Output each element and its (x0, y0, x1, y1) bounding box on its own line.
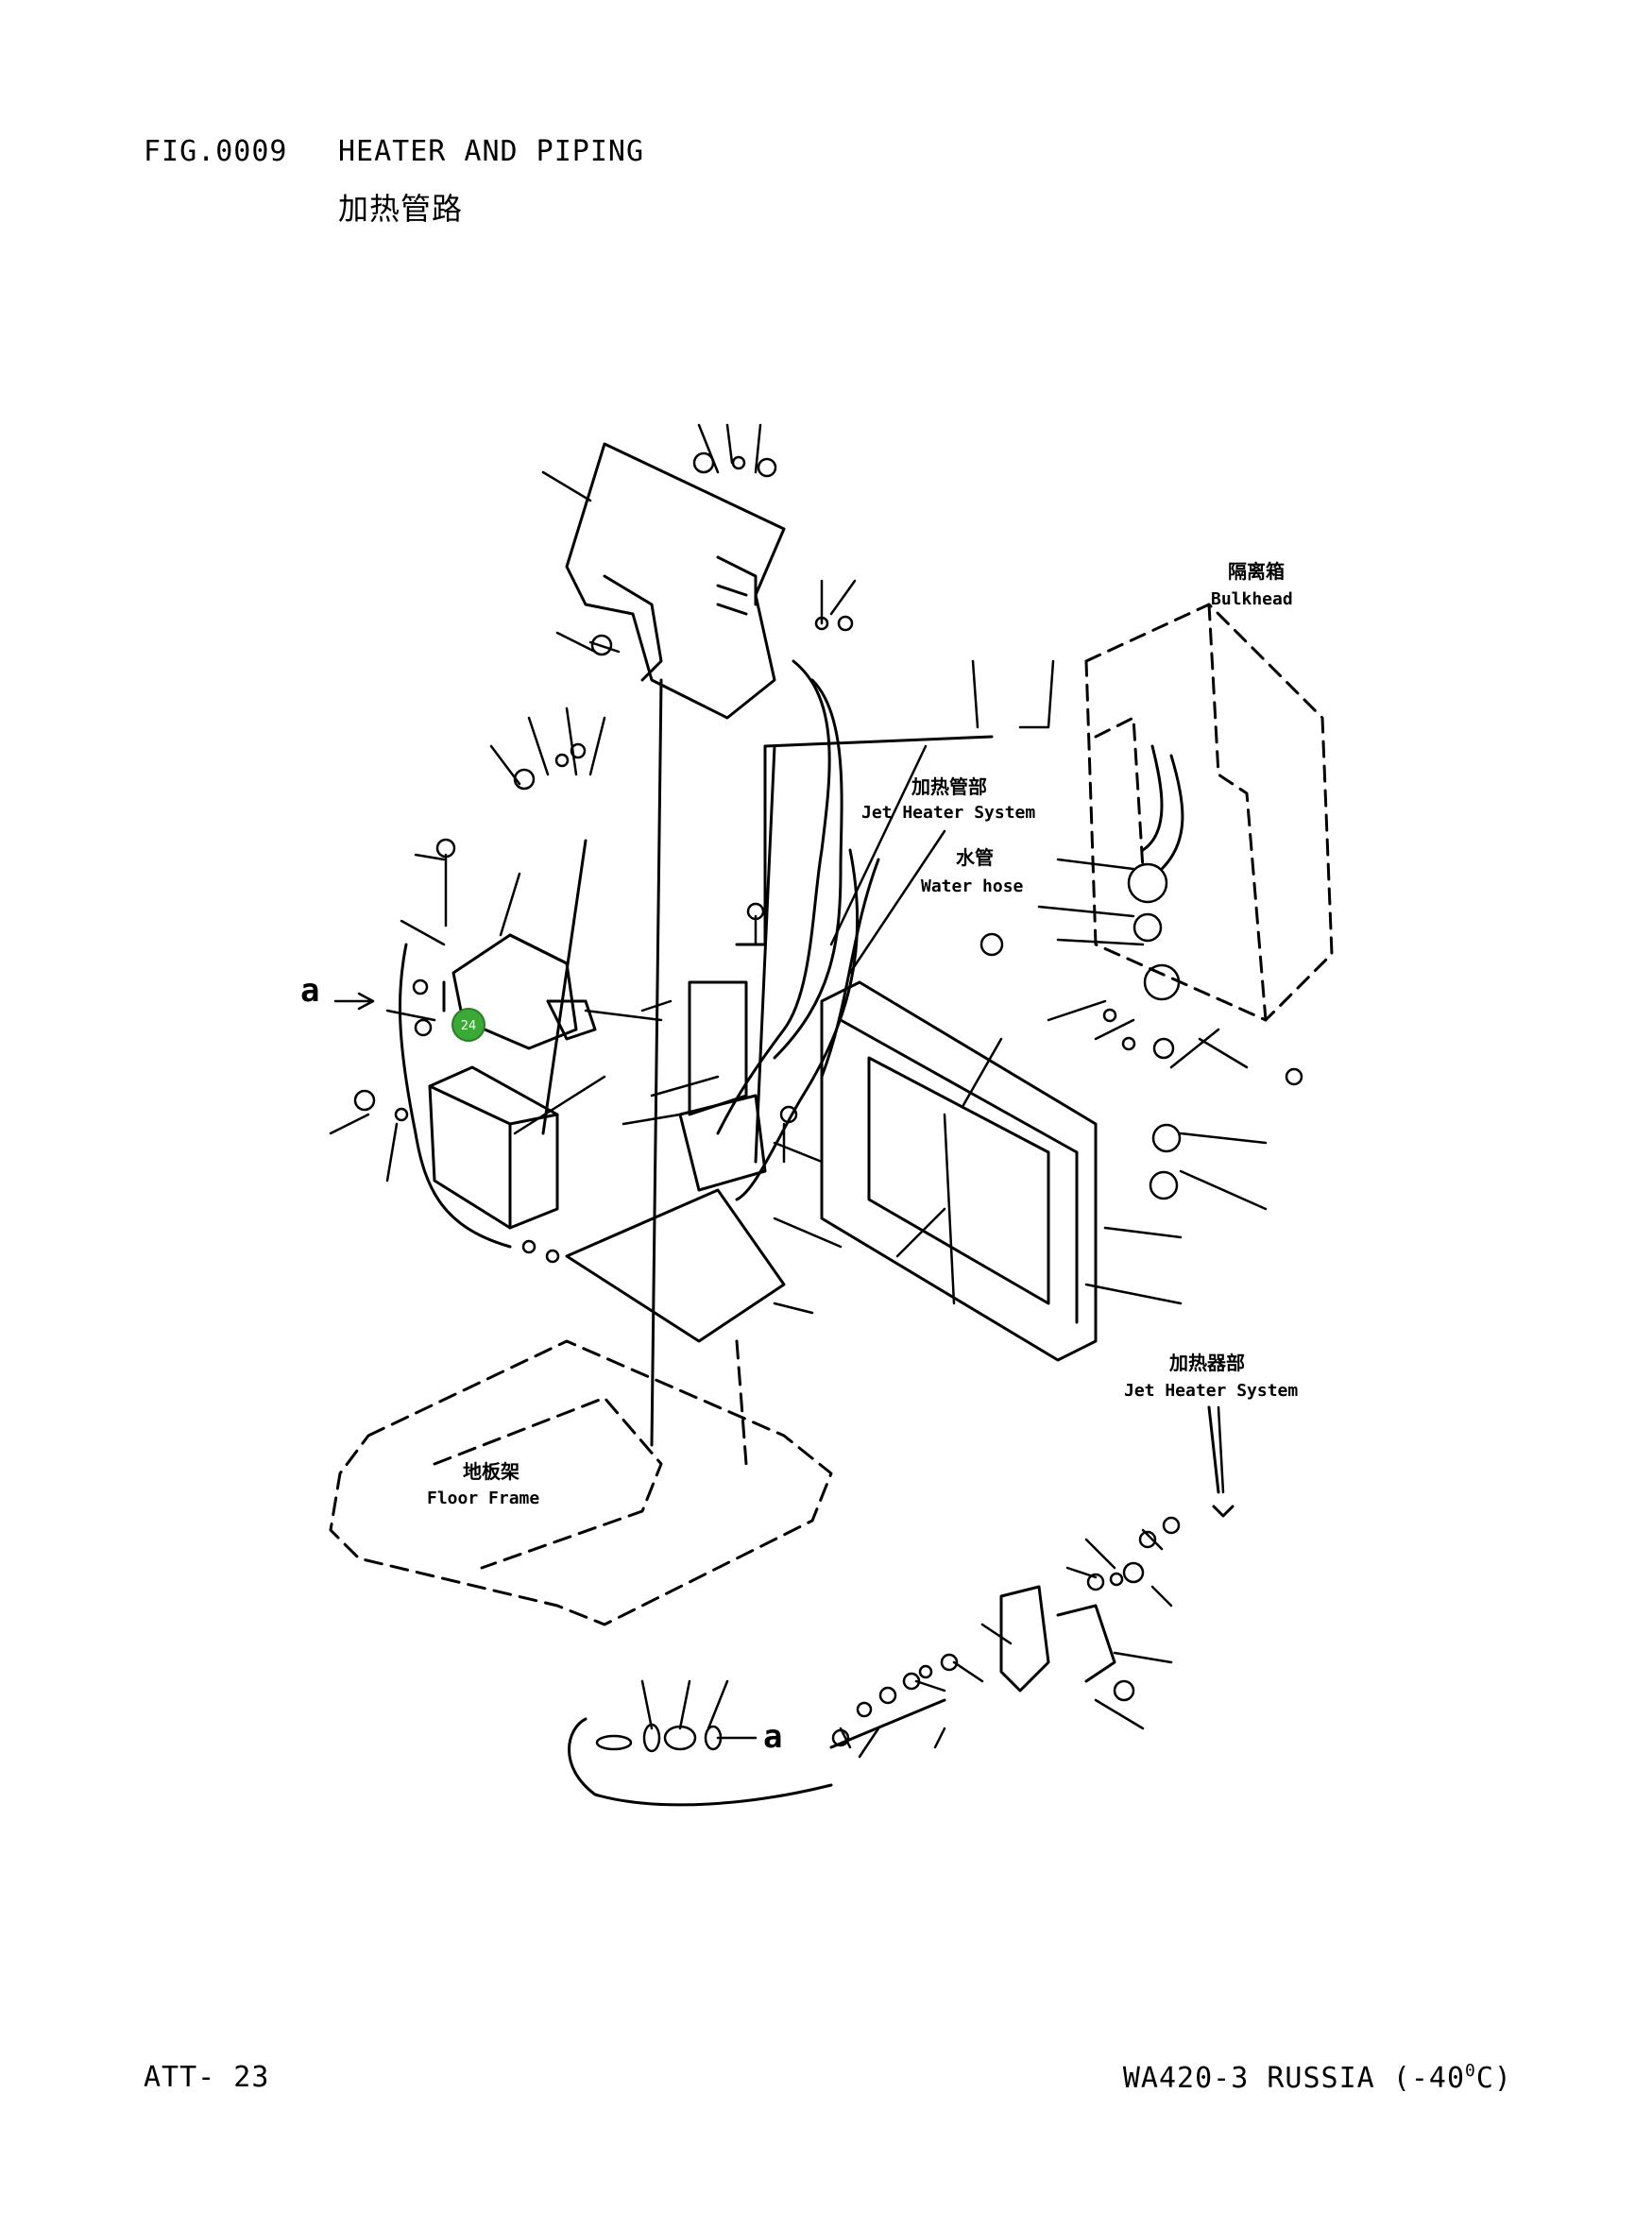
ref-a-bottom: a (763, 1718, 782, 1756)
heater-cover (565, 442, 786, 720)
jet-heater2-label-cn: 加热器部 (1168, 1352, 1245, 1374)
bulkhead-label-cn: 隔离箱 (1228, 560, 1285, 583)
leader-lines (329, 423, 1268, 1759)
part-marker-24[interactable]: 24 (451, 1008, 485, 1042)
fasteners (333, 451, 1303, 1753)
water-hose-label: Water hose (921, 876, 1024, 896)
bulkhead (1084, 603, 1334, 1022)
jet-heater-label: Jet Heater System (861, 803, 1035, 823)
marker-number: 24 (461, 1019, 477, 1033)
battery-box (428, 1065, 559, 1230)
bulkhead-label: Bulkhead (1211, 589, 1293, 609)
ref-a-left: a (300, 972, 319, 1010)
model-suffix: C) (1475, 2062, 1512, 2095)
figure-title: HEATER AND PIPING (338, 135, 645, 168)
page-number: ATT- 23 (144, 2061, 270, 2094)
jet-heater-label-cn: 加热管部 (911, 775, 987, 798)
figure-title-chinese: 加热管路 (338, 191, 464, 227)
water-hose-label-cn: 水管 (956, 846, 994, 869)
fuel-filter (999, 1585, 1116, 1693)
floor-frame-label-cn: 地板架 (463, 1460, 519, 1483)
floor-frame-label: Floor Frame (427, 1489, 539, 1508)
model-prefix: WA420-3 RUSSIA (-40 (1122, 2062, 1466, 2095)
model-degree: 0 (1465, 2061, 1476, 2081)
figure-number: FIG.0009 (144, 135, 288, 168)
jet-heater2-label: Jet Heater System (1124, 1381, 1298, 1401)
model-designation: WA420-3 RUSSIA (-400C) (1123, 2061, 1512, 2095)
floor-frame (329, 1339, 833, 1626)
door-frame (820, 980, 1098, 1362)
